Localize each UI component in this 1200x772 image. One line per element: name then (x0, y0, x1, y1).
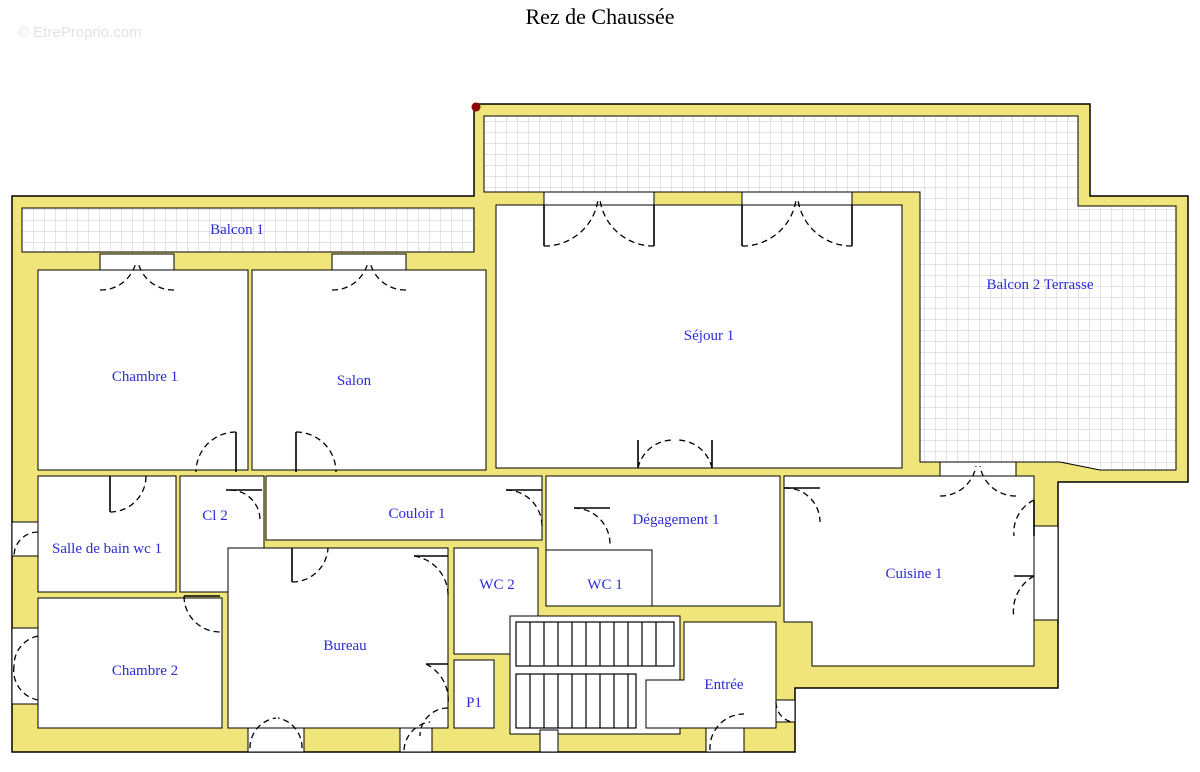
balcony-1-area (21, 207, 475, 253)
plan-title: Rez de Chaussée (525, 4, 675, 29)
label-p1: P1 (466, 695, 482, 711)
window-openings (11, 191, 1059, 753)
room-p1 (453, 659, 495, 729)
label-couloir-1: Couloir 1 (388, 506, 445, 522)
room-entree (645, 621, 777, 729)
label-entree: Entrée (704, 677, 743, 693)
label-cl-2: Cl 2 (202, 508, 227, 524)
staircase-steps (515, 621, 675, 729)
room-chambre-2 (37, 597, 223, 729)
door-swings (13, 199, 1035, 751)
label-salon: Salon (337, 373, 372, 389)
label-bureau: Bureau (323, 638, 367, 654)
label-chambre-2: Chambre 2 (112, 663, 178, 679)
watermark: © EtreProprio.com (18, 24, 142, 41)
door-leaves (109, 205, 1035, 665)
label-wc-2: WC 2 (479, 577, 514, 593)
room-salon (251, 269, 487, 471)
room-sejour-1 (495, 204, 903, 469)
label-degagement-1: Dégagement 1 (632, 512, 719, 528)
corner-marker (471, 102, 481, 112)
room-bureau (227, 547, 449, 729)
label-wc-1: WC 1 (587, 577, 622, 593)
room-wc-1 (545, 549, 653, 607)
room-cuisine-1 (783, 475, 1035, 667)
label-balcon-1: Balcon 1 (210, 222, 264, 238)
room-salle-de-bain (37, 475, 177, 593)
label-salle-de-bain-wc-1: Salle de bain wc 1 (52, 541, 162, 557)
room-couloir-1 (265, 475, 543, 541)
label-chambre-1: Chambre 1 (112, 369, 178, 385)
room-chambre-1 (37, 269, 249, 471)
label-sejour-1: Séjour 1 (684, 328, 734, 344)
label-cuisine-1: Cuisine 1 (885, 566, 942, 582)
label-balcon-2-terrasse: Balcon 2 Terrasse (987, 277, 1094, 293)
